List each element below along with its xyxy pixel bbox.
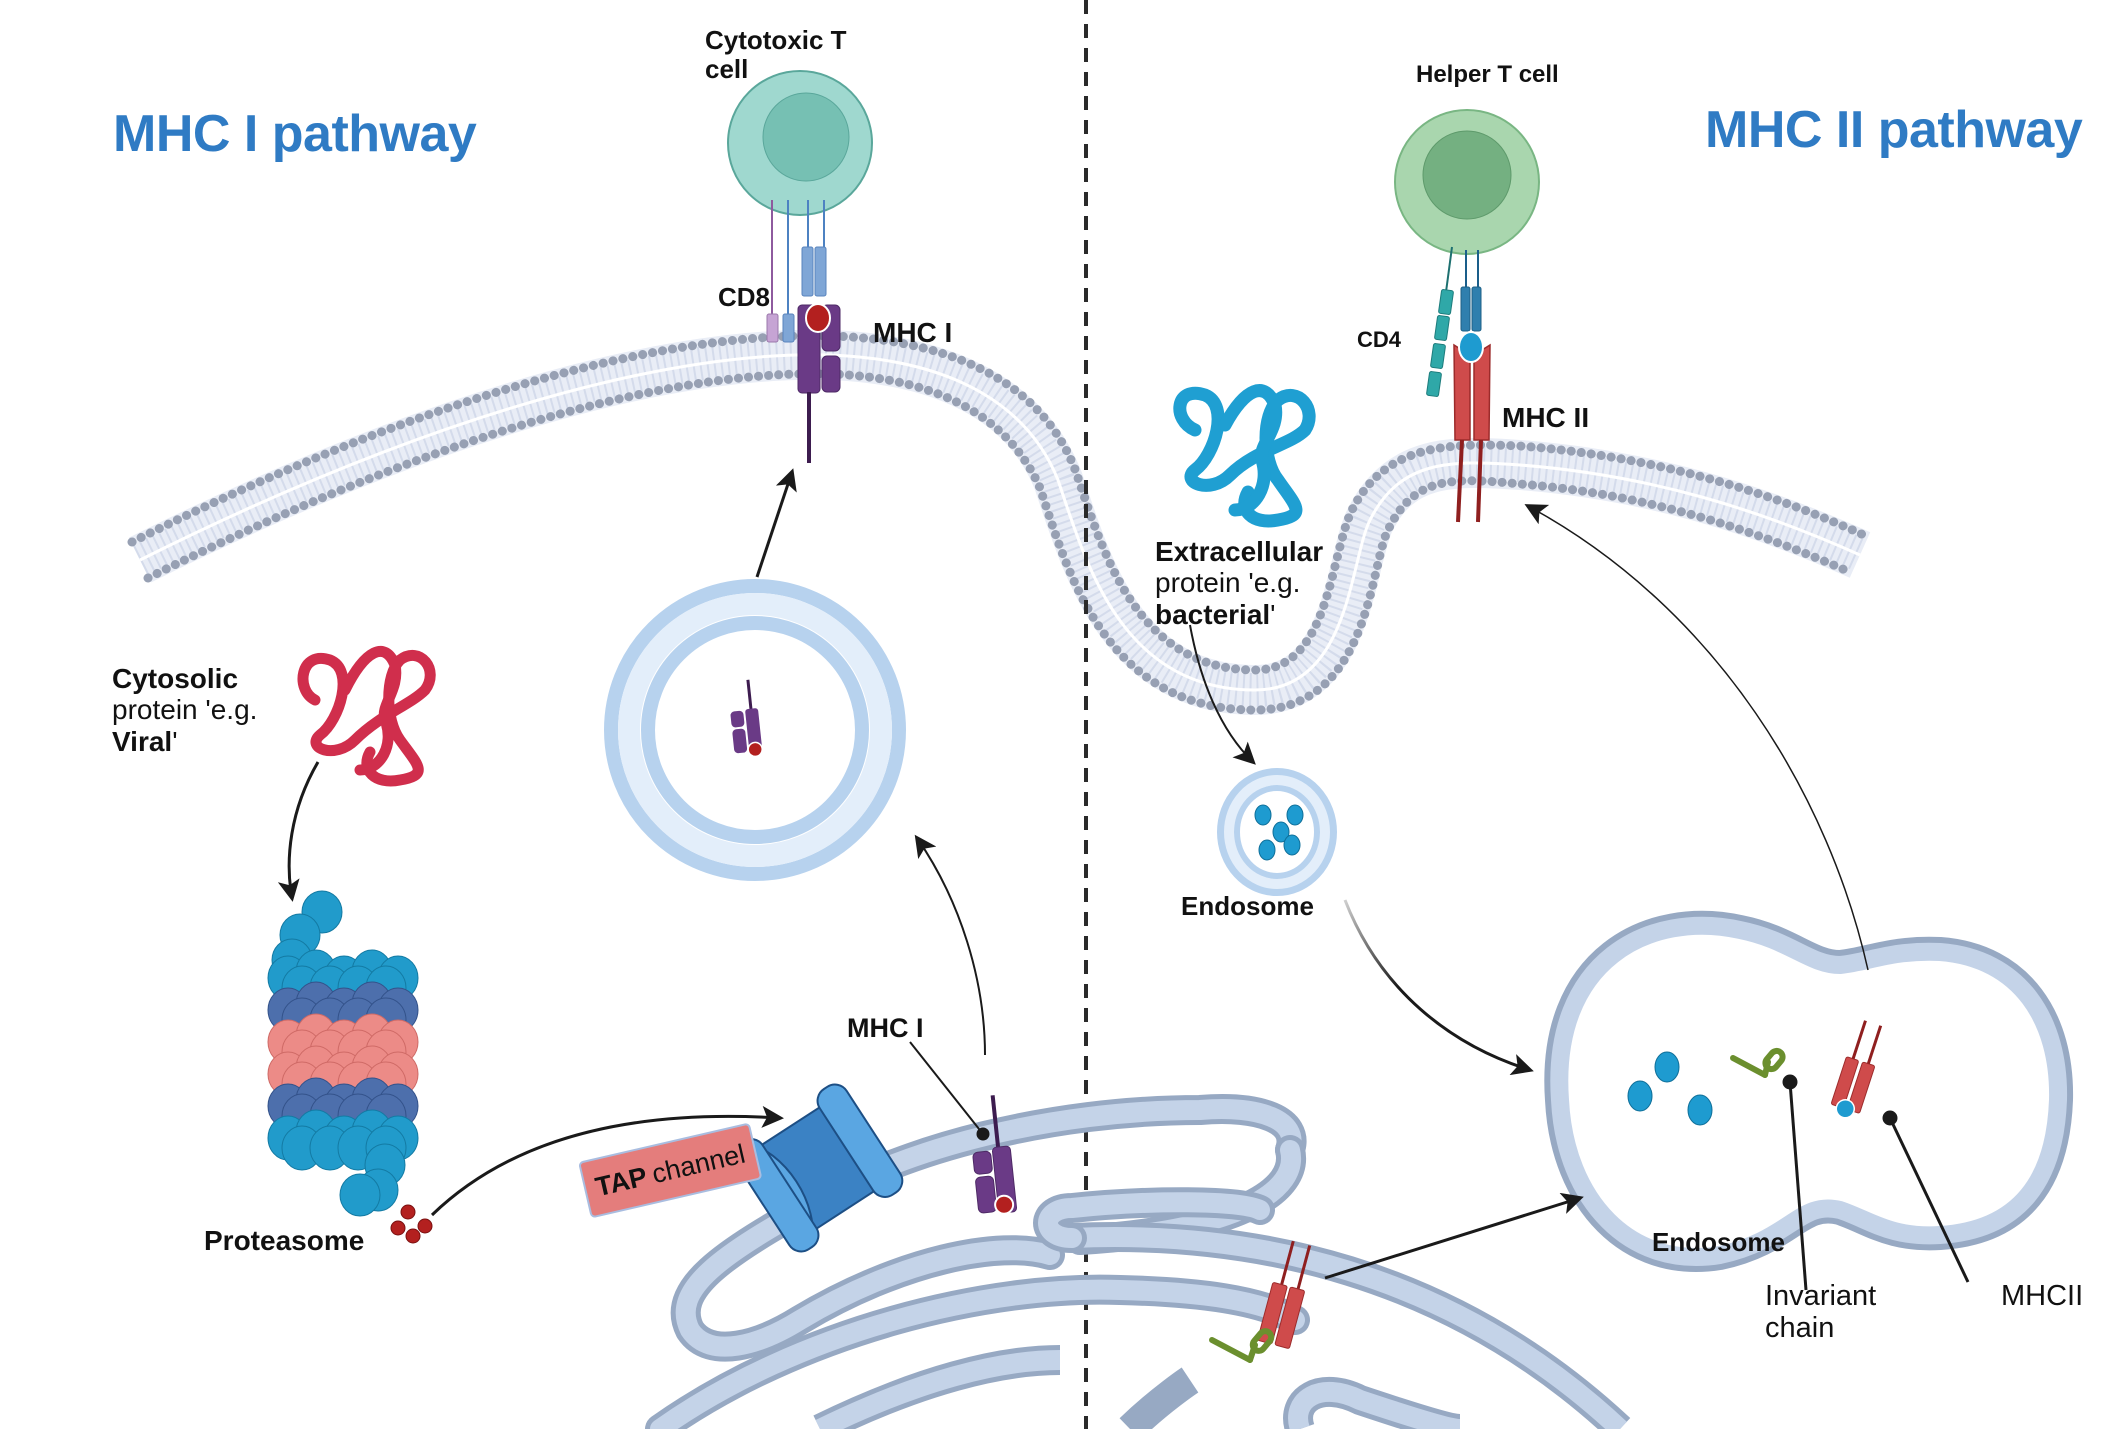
proteasome-bead bbox=[339, 1173, 381, 1217]
cytotoxic-t-cell bbox=[727, 70, 873, 343]
arrow-late-endosome-to-surface bbox=[1524, 504, 1869, 971]
callout-invariant-chain bbox=[1788, 1081, 1808, 1291]
cd8-label: CD8 bbox=[718, 282, 771, 312]
late-endosome bbox=[1544, 910, 2074, 1272]
invariant-chain-icon bbox=[1730, 1047, 1786, 1078]
bacterial-protein-icon bbox=[1173, 384, 1316, 528]
cytosolic-label-line2: protein 'e.g. bbox=[112, 694, 258, 726]
early-endosome bbox=[1217, 768, 1337, 896]
peptide-fragments-icon bbox=[390, 1204, 433, 1244]
tcr-chain bbox=[1471, 286, 1482, 332]
invariant-chain-label-line1: Invariant bbox=[1765, 1280, 1877, 1312]
mhc1-pathway-title: MHC I pathway bbox=[113, 105, 477, 163]
proteasome-label: Proteasome bbox=[204, 1225, 365, 1256]
arrow-bacterial-to-endosome bbox=[1189, 624, 1256, 765]
callout-mhcii bbox=[1888, 1117, 1970, 1283]
arrow-viral-to-proteasome bbox=[277, 761, 320, 902]
mhc1-surface-complex bbox=[797, 303, 841, 463]
proteasome-icon bbox=[267, 890, 419, 1217]
cd4-label: CD4 bbox=[1357, 327, 1402, 352]
invariant-chain-label-line2: chain bbox=[1765, 1312, 1835, 1345]
extracellular-label-line3: bacterial bbox=[1155, 598, 1271, 630]
arrow-er-to-vesicle bbox=[914, 834, 986, 1056]
cytosolic-label-line3-tail: ' bbox=[172, 725, 178, 757]
cd8-coreceptor bbox=[782, 313, 795, 343]
arrow-peptides-to-tap bbox=[430, 1105, 784, 1217]
cytosolic-protein-label: Cytosolic protein 'e.g. Viral' bbox=[112, 663, 257, 757]
helper-t-cell bbox=[1394, 109, 1540, 397]
invariant-chain-label: Invariant chain bbox=[1765, 1280, 1876, 1345]
arrow-vesicle-to-surface bbox=[755, 468, 797, 578]
mhc2-surface-label: MHC II bbox=[1502, 402, 1590, 433]
viral-protein-icon bbox=[297, 645, 436, 787]
cd4-coreceptor bbox=[1426, 289, 1454, 397]
extracellular-label-line3-tail: ' bbox=[1270, 598, 1276, 630]
invariant-chain-er-icon bbox=[1209, 1328, 1275, 1363]
mhc2-surface-complex bbox=[1453, 331, 1491, 523]
mhcii-callout-label: MHCII bbox=[2001, 1280, 2084, 1312]
tap-label-bold: TAP bbox=[592, 1160, 650, 1202]
helper-t-cell-label: Helper T cell bbox=[1416, 61, 1559, 88]
cytotoxic-t-cell-label-line2: cell bbox=[705, 54, 749, 85]
extracellular-protein-label: Extracellular protein 'e.g. bacterial' bbox=[1155, 536, 1323, 630]
callout-mhc1-er bbox=[909, 1041, 984, 1135]
arrow-er-to-late-endosome bbox=[1324, 1192, 1584, 1280]
tcr-chain bbox=[1460, 286, 1471, 332]
mhc2-pathway-title: MHC II pathway bbox=[1705, 101, 2083, 159]
tcr-chain bbox=[801, 246, 814, 297]
arrow-endosome-to-late-endosome bbox=[1343, 899, 1534, 1076]
mhc1-er-complex bbox=[972, 1095, 1018, 1215]
cytotoxic-t-cell-label-line1: Cytotoxic T bbox=[705, 25, 847, 55]
tcr-chain bbox=[814, 246, 827, 297]
plasma-membrane bbox=[127, 329, 1873, 716]
extracellular-label-line2: protein 'e.g. bbox=[1155, 567, 1301, 599]
mhc1-er-label: MHC I bbox=[847, 1013, 924, 1043]
mhc1-surface-label: MHC I bbox=[873, 317, 953, 348]
tap-label-rest: channel bbox=[648, 1138, 748, 1189]
transport-vesicle bbox=[604, 579, 906, 881]
cytotoxic-t-cell-label: Cytotoxic T cell bbox=[705, 25, 847, 85]
extracellular-label-line1: Extracellular bbox=[1155, 536, 1324, 567]
cd8-coreceptor bbox=[766, 313, 779, 343]
pathway-arrows bbox=[277, 468, 1970, 1291]
early-endosome-label: Endosome bbox=[1181, 891, 1314, 921]
cytosolic-label-line1: Cytosolic bbox=[112, 663, 239, 694]
late-endosome-label: Endosome bbox=[1652, 1227, 1785, 1257]
mhcii-endosome-icon bbox=[1831, 1020, 1883, 1119]
cytosolic-label-line3: Viral bbox=[112, 725, 173, 757]
